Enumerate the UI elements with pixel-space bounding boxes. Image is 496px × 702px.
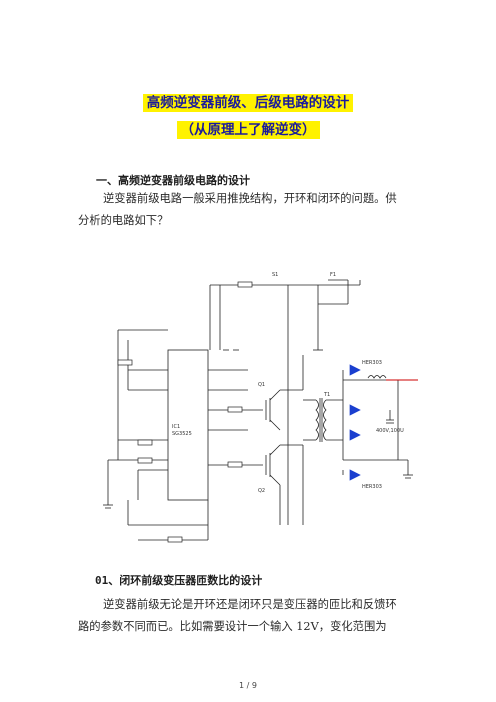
paragraph-2-line-2: 路的参数不同而已。比如需要设计一个输入 12V，变化范围为 bbox=[78, 620, 387, 633]
section2-heading: 01、闭环前级变压器匝数比的设计 bbox=[95, 574, 263, 587]
diode-part-label: HER303 bbox=[362, 360, 382, 366]
diode-part-label-2: HER303 bbox=[362, 484, 382, 490]
paragraph-1-line-2: 分析的电路如下？ bbox=[78, 214, 169, 227]
switch-label: S1 bbox=[272, 272, 278, 278]
transformer-label: T1 bbox=[323, 392, 330, 398]
mosfet-q2-label: Q2 bbox=[258, 488, 265, 494]
fuse-label: F1 bbox=[330, 272, 336, 278]
section1-heading: 一、高频逆变器前级电路的设计 bbox=[96, 174, 250, 187]
doc-title: 高频逆变器前级、后级电路的设计 bbox=[0, 91, 496, 112]
doc-subtitle: （从原理上了解逆变） bbox=[0, 118, 496, 139]
page-number: 1 / 9 bbox=[239, 681, 257, 690]
output-cap-label: 400V,100U bbox=[376, 428, 404, 434]
paragraph-2-line-1: 逆变器前级无论是开环还是闭环只是变压器的匝比和反馈环 bbox=[103, 598, 397, 611]
ic-part-label: SG3525 bbox=[172, 431, 192, 437]
paragraph-1-line-1: 逆变器前级电路一般采用推挽结构，开环和闭环的问题。供 bbox=[103, 192, 397, 205]
ic-ref-label: IC1 bbox=[172, 424, 180, 430]
mosfet-q1-label: Q1 bbox=[258, 382, 265, 388]
circuit-schematic: IC1 SG3525 F1 S1 T1 HER303 HER303 400V,1… bbox=[103, 272, 418, 543]
